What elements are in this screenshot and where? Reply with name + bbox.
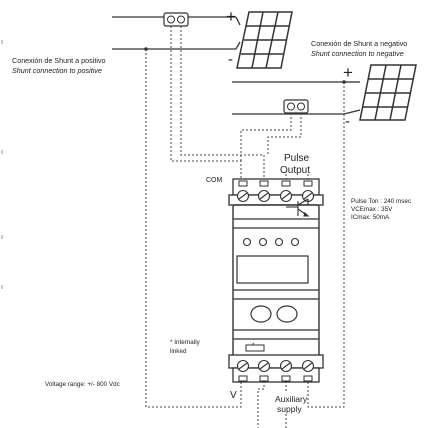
com-label: COM [206, 177, 223, 184]
link-asterisk: * [252, 343, 255, 349]
plus-top-label: + [226, 7, 236, 26]
pulse-output-label-2: Output [280, 165, 310, 176]
minus-right-label: - [345, 113, 350, 130]
bottom-terminal-slots [238, 375, 313, 382]
top-terminal-screws [236, 189, 315, 203]
internally-linked-1: * Internally [170, 339, 201, 346]
pulse-spec-1: Pulse Ton : 240 msec [351, 198, 411, 205]
dashed-wires [145, 26, 345, 428]
pulse-output-label-1: Pulse [284, 153, 309, 164]
pulse-spec-3: ICmax: 50mA [351, 214, 390, 221]
button-left [250, 305, 272, 323]
auxiliary-supply-label-1: Auxiliary [275, 394, 308, 404]
solar-panel-top [236, 11, 293, 69]
shunt-negative-title: Conexión de Shunt a negativo [311, 39, 407, 48]
lcd-display [236, 255, 309, 284]
auxiliary-supply-label-2: supply [277, 404, 302, 414]
transistor-symbol [286, 198, 310, 217]
button-right [276, 305, 298, 323]
internally-linked-2: linked [170, 348, 187, 355]
minus-top-label: - [228, 51, 233, 68]
status-leds [242, 237, 300, 247]
solar-panel-right [359, 64, 417, 121]
top-terminal-slots [238, 180, 313, 187]
v-label: V [230, 390, 237, 401]
shunt-negative-subtitle: Shunt connection to negative [311, 49, 404, 58]
plus-right-label: + [343, 63, 353, 82]
shunt-top [163, 12, 189, 27]
bottom-terminal-screws [236, 359, 315, 373]
right-pv-string [232, 81, 361, 115]
shunt-right [283, 99, 309, 114]
shunt-positive-subtitle: Shunt connection to positive [12, 66, 102, 75]
din-rail-meter [228, 178, 324, 383]
shunt-positive-title: Conexión de Shunt a positivo [12, 56, 106, 65]
pulse-spec-2: VCEmax : 35V [351, 206, 393, 213]
voltage-range-label: Voltage range: +/- 800 Vdc [45, 381, 120, 388]
